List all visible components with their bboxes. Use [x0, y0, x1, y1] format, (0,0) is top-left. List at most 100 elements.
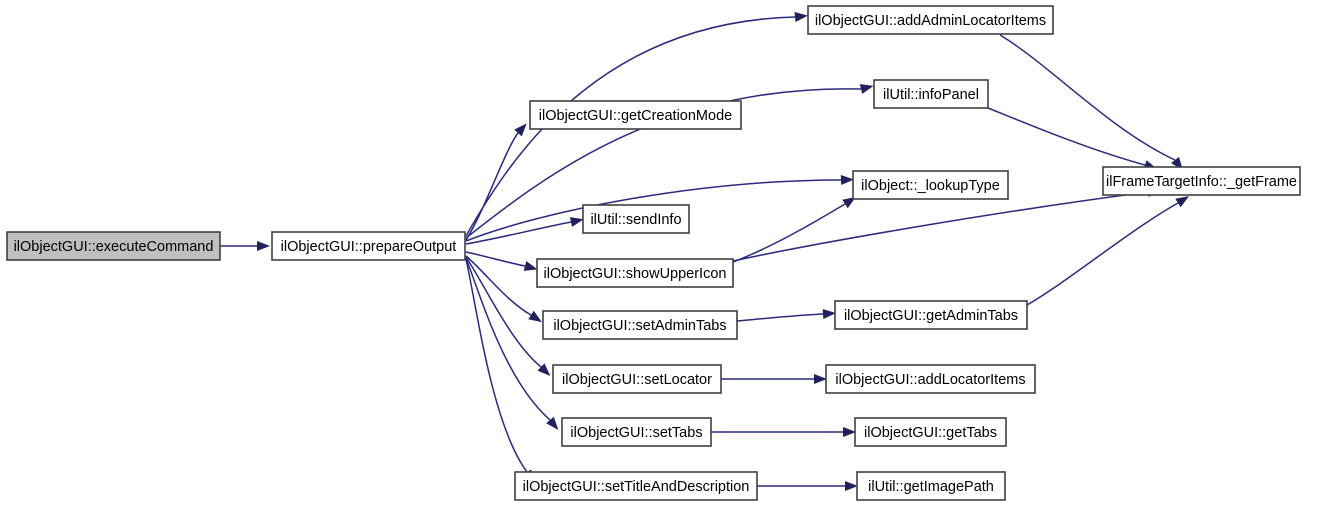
node-label: ilUtil::getImagePath [868, 479, 994, 495]
edge-line [999, 34, 1176, 161]
node-label: ilObjectGUI::setLocator [562, 372, 712, 388]
arrow-head-icon [257, 241, 270, 251]
node-label: ilObjectGUI::setAdminTabs [553, 318, 726, 334]
node-box[interactable] [807, 5, 1054, 35]
node-box[interactable] [552, 364, 722, 394]
arrow-head-icon [569, 217, 584, 227]
node-label: ilObjectGUI::showUpperIcon [544, 266, 727, 282]
node-getFrame[interactable]: ilFrameTargetInfo::_getFrame [1102, 166, 1301, 196]
node-box[interactable] [542, 310, 738, 340]
node-lookupType[interactable]: ilObject::_lookupType [852, 170, 1009, 200]
edge-layer [220, 12, 1190, 491]
node-label: ilObjectGUI::addLocatorItems [835, 372, 1025, 388]
edge-line [1026, 202, 1179, 306]
node-label: ilObjectGUI::getCreationMode [539, 108, 732, 124]
arrow-head-icon [794, 12, 808, 22]
node-label: ilObjectGUI::prepareOutput [281, 239, 457, 255]
node-addAdminLocatorItems[interactable]: ilObjectGUI::addAdminLocatorItems [807, 5, 1054, 35]
node-executeCommand[interactable]: ilObjectGUI::executeCommand [6, 231, 221, 261]
node-box[interactable] [854, 417, 1007, 447]
node-box[interactable] [856, 471, 1006, 501]
node-label: ilObjectGUI::getTabs [864, 425, 997, 441]
node-box[interactable] [582, 204, 690, 234]
arrow-head-icon [822, 309, 836, 319]
node-box[interactable] [529, 100, 742, 130]
edge-prepareOutput-to-addAdminLocatorItems [465, 12, 808, 237]
edge-line [736, 313, 824, 322]
arrow-head-icon [845, 481, 858, 491]
arrow-head-icon [843, 427, 856, 437]
edge-prepareOutput-to-getCreationMode [465, 123, 527, 241]
arrow-head-icon [523, 261, 538, 271]
edge-setTabs-to-getTabs [711, 427, 856, 437]
edge-prepareOutput-to-sendInfo [465, 217, 584, 245]
arrow-head-icon [514, 123, 527, 137]
node-addLocatorItems[interactable]: ilObjectGUI::addLocatorItems [825, 364, 1036, 394]
edge-line [465, 16, 796, 237]
node-label: ilObject::_lookupType [861, 178, 1000, 194]
edge-line [465, 179, 842, 242]
edge-showUpperIcon-to-lookupType [732, 196, 856, 263]
edge-addAdminLocatorItems-to-getFrame [999, 34, 1184, 171]
node-box[interactable] [514, 471, 758, 501]
node-sendInfo[interactable]: ilUtil::sendInfo [582, 204, 690, 234]
node-box[interactable] [1102, 166, 1301, 196]
node-getAdminTabs[interactable]: ilObjectGUI::getAdminTabs [834, 300, 1028, 330]
node-box[interactable] [6, 231, 221, 261]
arrow-head-icon [1175, 196, 1190, 208]
node-label: ilObjectGUI::addAdminLocatorItems [815, 13, 1046, 29]
node-setAdminTabs[interactable]: ilObjectGUI::setAdminTabs [542, 310, 738, 340]
edge-prepareOutput-to-infoPanel [465, 84, 874, 239]
edge-infoPanel-to-getFrame [987, 107, 1158, 170]
node-label: ilUtil::sendInfo [590, 212, 681, 228]
edge-setLocator-to-addLocatorItems [721, 374, 827, 384]
node-getCreationMode[interactable]: ilObjectGUI::getCreationMode [529, 100, 742, 130]
node-getTabs[interactable]: ilObjectGUI::getTabs [854, 417, 1007, 447]
edge-line [732, 191, 1149, 262]
node-box[interactable] [873, 79, 989, 109]
edge-line [732, 203, 846, 263]
edge-line [465, 88, 862, 239]
edge-line [465, 132, 519, 241]
arrow-head-icon [814, 374, 827, 384]
edge-prepareOutput-to-showUpperIcon [465, 251, 538, 271]
arrow-head-icon [537, 363, 551, 377]
edge-line [465, 251, 526, 267]
node-label: ilObjectGUI::getAdminTabs [844, 308, 1018, 324]
node-label: ilFrameTargetInfo::_getFrame [1106, 174, 1297, 190]
arrow-head-icon [840, 175, 854, 185]
edge-line [465, 256, 542, 368]
edge-setAdminTabs-to-getAdminTabs [736, 309, 836, 322]
edge-executeCommand-to-prepareOutput [220, 241, 270, 251]
edge-prepareOutput-to-lookupType [465, 175, 854, 242]
node-box[interactable] [834, 300, 1028, 330]
node-setTitleAndDescription[interactable]: ilObjectGUI::setTitleAndDescription [514, 471, 758, 501]
node-prepareOutput[interactable]: ilObjectGUI::prepareOutput [271, 231, 466, 261]
node-box[interactable] [536, 258, 734, 288]
node-showUpperIcon[interactable]: ilObjectGUI::showUpperIcon [536, 258, 734, 288]
edge-prepareOutput-to-setAdminTabs [465, 255, 542, 323]
edge-line [465, 257, 551, 421]
edge-line [465, 258, 528, 473]
node-setLocator[interactable]: ilObjectGUI::setLocator [552, 364, 722, 394]
arrow-head-icon [528, 310, 542, 323]
edge-line [987, 107, 1146, 166]
edge-prepareOutput-to-setTabs [465, 257, 559, 430]
node-label: ilObjectGUI::executeCommand [14, 239, 214, 255]
node-label: ilObjectGUI::setTabs [570, 425, 702, 441]
node-box[interactable] [561, 417, 712, 447]
edge-line [465, 221, 572, 245]
arrow-head-icon [546, 416, 559, 430]
node-box[interactable] [825, 364, 1036, 394]
node-box[interactable] [271, 231, 466, 261]
node-getImagePath[interactable]: ilUtil::getImagePath [856, 471, 1006, 501]
node-setTabs[interactable]: ilObjectGUI::setTabs [561, 417, 712, 447]
node-infoPanel[interactable]: ilUtil::infoPanel [873, 79, 989, 109]
node-box[interactable] [852, 170, 1009, 200]
edge-getAdminTabs-to-getFrame [1026, 196, 1190, 306]
arrow-head-icon [859, 84, 874, 94]
edge-setTitleAndDescription-to-getImagePath [757, 481, 858, 491]
